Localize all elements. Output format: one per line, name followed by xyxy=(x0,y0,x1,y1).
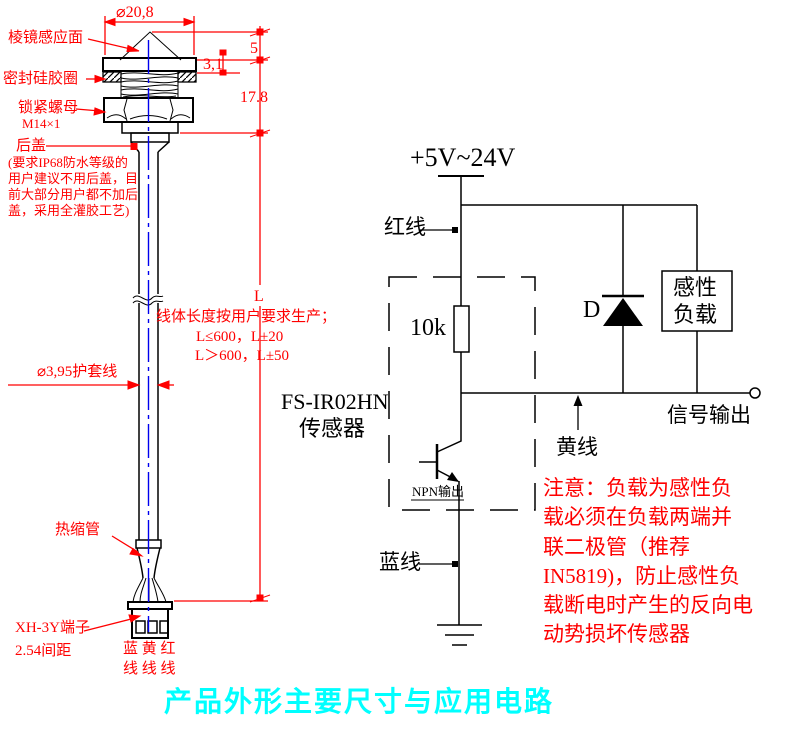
label-connector: XH-3Y端子 xyxy=(15,620,90,636)
dim-cable-length: L xyxy=(254,288,264,305)
back-cover-note-line4: 盖，采用全灌胶工艺) xyxy=(8,203,130,218)
label-cable: ⌀3,95护套线 xyxy=(37,364,118,380)
warning-note-line5: 载断电时产生的反向电 xyxy=(543,593,753,617)
blue-wire-label: 蓝线 xyxy=(379,550,421,574)
warning-note-line2: 载必须在负载两端并 xyxy=(543,505,732,529)
label-prism-face: 棱镜感应面 xyxy=(8,30,84,46)
npn-output-label: NPN输出 xyxy=(412,484,465,499)
sensor-dashed-box xyxy=(388,276,536,511)
circuit-linework xyxy=(388,175,761,646)
diode xyxy=(602,205,644,393)
back-cover-note-line1: (要求IP68防水等级的 xyxy=(8,155,128,170)
cable-length-note-line2: L≤600，L±20 xyxy=(196,329,284,345)
label-back-cover: 后盖 xyxy=(16,138,47,154)
cable-length-note-line3: L＞600，L±50 xyxy=(195,348,290,364)
label-wire-colors-line2: 线 线 线 xyxy=(123,661,176,677)
dimension-lines xyxy=(8,16,271,632)
back-cover-note-line2: 用户建议不用后盖，目 xyxy=(8,171,139,186)
sensor-name-label: 传感器 xyxy=(299,416,366,441)
blue-wire-arrow-tip xyxy=(452,561,458,567)
signal-output-terminal xyxy=(749,387,761,399)
inductive-load-line1: 感性 xyxy=(673,275,718,300)
dim-diameter-top: ⌀20,8 xyxy=(116,4,154,21)
dim-cone-height: 5 xyxy=(250,40,258,57)
dim-head-height: 17.8 xyxy=(240,89,268,106)
cable-outline xyxy=(138,152,159,540)
red-wire-label: 红线 xyxy=(384,215,426,239)
connector-xh3y xyxy=(127,601,173,639)
signal-output-label: 信号输出 xyxy=(667,403,751,427)
warning-note-line1: 注意：负载为感性负 xyxy=(543,476,732,500)
sensor-outline-drawing xyxy=(102,31,197,639)
page-title: 产品外形主要尺寸与应用电路 xyxy=(164,687,555,718)
cable-length-note-line1: 线体长度按用户要求生产； xyxy=(156,309,337,325)
label-lock-nut-spec: M14×1 xyxy=(22,116,61,131)
inductive-load-box xyxy=(661,205,733,393)
label-wire-colors-line1: 蓝 黄 红 xyxy=(123,641,176,657)
resistor-value-label: 10k xyxy=(410,315,446,341)
back-cover-note-line3: 前大部分用户都不加后 xyxy=(8,187,139,202)
label-seal-ring: 密封硅胶圈 xyxy=(3,71,79,87)
dim-flange-thickness: 3,1 xyxy=(203,56,223,73)
power-supply-label: +5V~24V xyxy=(410,143,516,172)
wire-fan xyxy=(132,577,167,603)
warning-note-line4: IN5819)，防止感性负 xyxy=(543,564,741,588)
seal-ring-right xyxy=(177,71,197,83)
seal-ring-left xyxy=(102,71,122,83)
label-connector-pitch: 2.54间距 xyxy=(15,643,72,659)
resistor-10k xyxy=(453,305,470,353)
inductive-load-line2: 负载 xyxy=(673,302,718,327)
diode-label: D xyxy=(583,297,601,323)
warning-note-line3: 联二极管（推荐 xyxy=(543,535,690,559)
red-wire-arrow-tip xyxy=(452,227,458,233)
back-cover xyxy=(121,121,179,153)
label-heat-shrink: 热缩管 xyxy=(55,522,101,538)
warning-note-line6: 动势损坏传感器 xyxy=(543,622,690,646)
sensor-model-label: FS-IR02HN xyxy=(281,389,389,414)
flange-plate xyxy=(102,57,197,72)
ground-symbol xyxy=(437,624,482,646)
label-lock-nut: 锁紧螺母 xyxy=(18,100,79,116)
yellow-wire-arrowhead xyxy=(573,395,583,406)
npn-transistor xyxy=(419,393,462,625)
thread-section xyxy=(120,72,179,98)
yellow-wire-label: 黄线 xyxy=(556,435,598,459)
